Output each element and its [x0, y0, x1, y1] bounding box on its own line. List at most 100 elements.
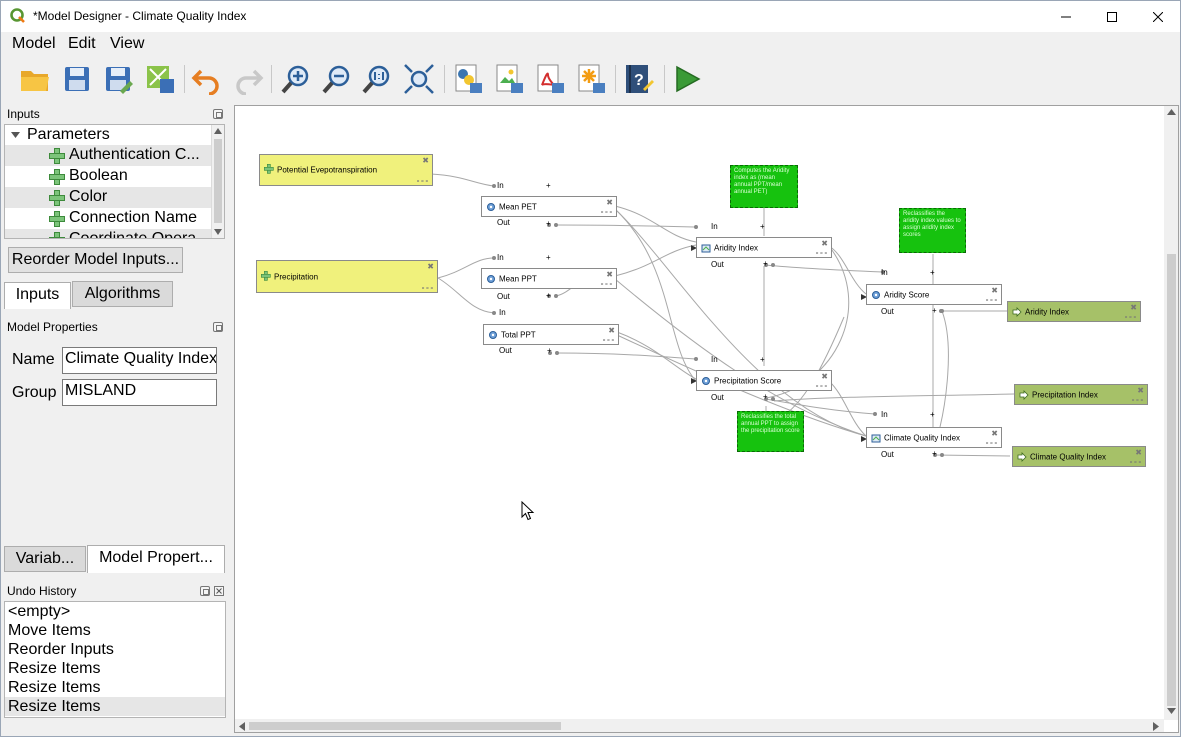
algorithm-climate-quality-index[interactable]: Climate Quality Index ✖ ∘∘∘ [866, 427, 1002, 448]
tab-variables[interactable]: Variab... [4, 546, 86, 572]
canvas-vertical-scrollbar[interactable] [1164, 106, 1178, 720]
algorithm-mean-pet[interactable]: Mean PET ✖ ∘∘∘ [481, 196, 617, 217]
scroll-up-icon[interactable] [1167, 109, 1176, 115]
scroll-right-icon[interactable] [1153, 722, 1159, 731]
remove-icon[interactable]: ✖ [1130, 303, 1137, 312]
undock-icon[interactable] [213, 109, 223, 119]
list-item[interactable]: Reorder Inputs [8, 641, 114, 658]
scrollbar-thumb[interactable] [1167, 254, 1176, 706]
scroll-down-icon[interactable] [214, 229, 222, 235]
more-icon[interactable]: ∘∘∘ [814, 250, 828, 257]
close-button[interactable] [1135, 1, 1181, 32]
output-aridity-index[interactable]: Aridity Index ✖ ∘∘∘ [1007, 301, 1141, 322]
input-potential-evapotranspiration[interactable]: Potential Evepotranspiration ✖ ∘∘∘ [259, 154, 433, 186]
remove-icon[interactable]: ✖ [821, 372, 828, 381]
save-as-icon[interactable] [102, 63, 134, 95]
algorithm-total-ppt[interactable]: Total PPT ✖ ∘∘∘ [483, 324, 619, 345]
remove-icon[interactable]: ✖ [1135, 448, 1142, 457]
reorder-model-inputs-button[interactable]: Reorder Model Inputs... [8, 247, 183, 273]
comment-aridity-index[interactable]: Computes the Aridity index as (mean annu… [730, 165, 798, 208]
scroll-up-icon[interactable] [214, 128, 222, 134]
tab-model-properties[interactable]: Model Propert... [87, 545, 225, 573]
run-model-icon[interactable] [671, 63, 703, 95]
zoom-actual-icon[interactable] [361, 63, 393, 95]
remove-icon[interactable]: ✖ [427, 262, 434, 271]
scroll-left-icon[interactable] [239, 722, 245, 731]
more-icon[interactable]: ∘∘∘ [814, 383, 828, 390]
algorithm-mean-ppt[interactable]: Mean PPT ✖ ∘∘∘ [481, 268, 617, 289]
inputs-tree-scrollbar[interactable] [211, 125, 224, 238]
export-pdf-icon[interactable] [534, 63, 566, 95]
more-icon[interactable]: ∘∘∘ [420, 285, 434, 292]
tree-item-coordinate-operation[interactable]: Coordinate Opera... [5, 229, 212, 238]
comment-precipitation-score[interactable]: Reclassifies the total annual PPT to ass… [737, 411, 804, 452]
minimize-button[interactable] [1043, 1, 1089, 32]
edit-help-icon[interactable]: ? [623, 63, 655, 95]
remove-icon[interactable]: ✖ [608, 326, 615, 335]
menu-model[interactable]: Model [12, 35, 56, 52]
list-item[interactable]: <empty> [8, 603, 71, 620]
save-model-icon[interactable] [61, 63, 93, 95]
canvas-horizontal-scrollbar[interactable] [235, 719, 1164, 732]
tab-algorithms[interactable]: Algorithms [72, 281, 173, 307]
maximize-button[interactable] [1089, 1, 1135, 32]
tree-item-color[interactable]: Color [5, 187, 212, 208]
remove-icon[interactable]: ✖ [1137, 386, 1144, 395]
output-climate-quality-index[interactable]: Climate Quality Index ✖ ∘∘∘ [1012, 446, 1146, 467]
collapse-arrow-icon[interactable] [11, 132, 20, 139]
list-item[interactable]: Resize Items [8, 679, 101, 696]
more-icon[interactable]: ∘∘∘ [1123, 314, 1137, 321]
model-name-input[interactable]: Climate Quality Index [62, 347, 217, 374]
list-item[interactable]: Move Items [8, 622, 91, 639]
maximize-icon [1107, 11, 1117, 22]
zoom-full-icon[interactable] [403, 63, 435, 95]
tree-item-connection-name[interactable]: Connection Name [5, 208, 212, 229]
scrollbar-thumb[interactable] [249, 722, 561, 730]
export-python-icon[interactable] [452, 63, 484, 95]
more-icon[interactable]: ∘∘∘ [984, 440, 998, 447]
zoom-out-icon[interactable] [321, 63, 353, 95]
more-icon[interactable]: ∘∘∘ [1130, 397, 1144, 404]
scroll-down-icon[interactable] [1167, 708, 1176, 714]
save-in-project-icon[interactable] [144, 63, 176, 95]
export-image-icon[interactable] [493, 63, 525, 95]
tab-inputs[interactable]: Inputs [4, 282, 71, 309]
list-item[interactable]: Resize Items [8, 660, 101, 677]
undock-icon[interactable] [200, 586, 210, 596]
more-icon[interactable]: ∘∘∘ [415, 178, 429, 185]
remove-icon[interactable]: ✖ [606, 270, 613, 279]
model-canvas[interactable]: Potential Evepotranspiration ✖ ∘∘∘ Preci… [234, 105, 1179, 733]
zoom-in-icon[interactable] [280, 63, 312, 95]
input-precipitation[interactable]: Precipitation ✖ ∘∘∘ [256, 260, 438, 293]
menu-view[interactable]: View [110, 35, 145, 52]
tree-root-parameters[interactable]: Parameters [5, 125, 212, 146]
remove-icon[interactable]: ✖ [991, 429, 998, 438]
more-icon[interactable]: ∘∘∘ [599, 281, 613, 288]
algorithm-aridity-index[interactable]: Aridity Index ✖ ∘∘∘ [696, 237, 832, 258]
more-icon[interactable]: ∘∘∘ [601, 337, 615, 344]
more-icon[interactable]: ∘∘∘ [984, 297, 998, 304]
more-icon[interactable]: ∘∘∘ [599, 209, 613, 216]
more-icon[interactable]: ∘∘∘ [1128, 459, 1142, 466]
undock-icon[interactable] [213, 322, 223, 332]
output-precipitation-index[interactable]: Precipitation Index ✖ ∘∘∘ [1014, 384, 1148, 405]
export-svg-icon[interactable] [575, 63, 607, 95]
list-item[interactable]: Resize Items [5, 697, 225, 716]
tree-item-boolean[interactable]: Boolean [5, 166, 212, 187]
scrollbar-thumb[interactable] [214, 139, 222, 223]
port-plus-label: + [763, 259, 768, 268]
menu-edit[interactable]: Edit [68, 35, 96, 52]
comment-aridity-score[interactable]: Reclassifies the aridity index values to… [899, 208, 966, 253]
remove-icon[interactable]: ✖ [821, 239, 828, 248]
open-model-icon[interactable] [19, 63, 51, 95]
remove-icon[interactable]: ✖ [606, 198, 613, 207]
close-panel-icon[interactable] [214, 586, 224, 596]
model-group-input[interactable]: MISLAND [62, 379, 217, 406]
redo-icon[interactable] [232, 63, 264, 95]
remove-icon[interactable]: ✖ [422, 156, 429, 165]
algorithm-aridity-score[interactable]: Aridity Score ✖ ∘∘∘ [866, 284, 1002, 305]
undo-icon[interactable] [191, 63, 223, 95]
algorithm-precipitation-score[interactable]: Precipitation Score ✖ ∘∘∘ [696, 370, 832, 391]
tree-item-authentication[interactable]: Authentication C... [5, 145, 212, 166]
remove-icon[interactable]: ✖ [991, 286, 998, 295]
